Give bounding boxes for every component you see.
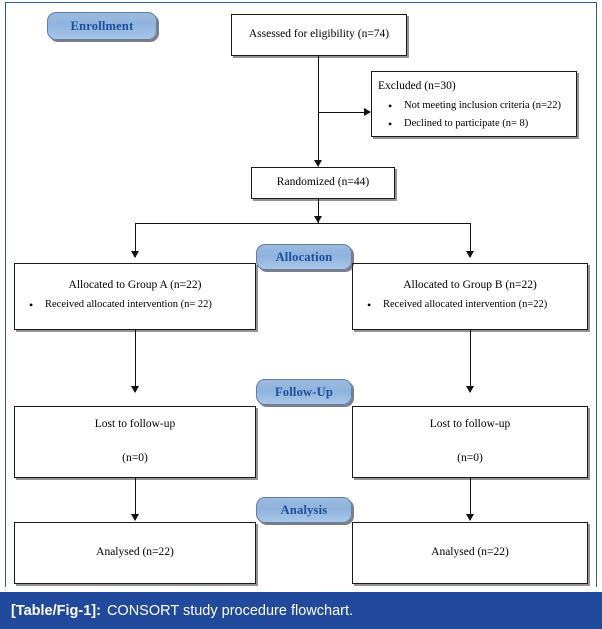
arrowhead-to-excluded — [364, 107, 371, 116]
list-item: Not meeting inclusion criteria (n=22) — [378, 98, 572, 114]
connector-split-left — [135, 223, 136, 257]
node-lost-a-line1: Lost to follow-up — [94, 418, 176, 431]
stage-pill-allocation-label: Allocation — [275, 249, 333, 264]
list-item: Declined to participate (n= 8) — [378, 116, 572, 132]
figure-frame — [5, 2, 597, 587]
list-item: Received allocated intervention (n= 22) — [19, 297, 251, 313]
node-excluded-title: Excluded (n=30) — [378, 80, 456, 92]
node-lost-b-line2: (n=0) — [457, 452, 483, 464]
connector-followup-a-to-analysis — [135, 478, 136, 520]
connector-group-b-to-followup — [470, 330, 471, 392]
node-allocated-b-bullets: Received allocated intervention (n=22) — [357, 297, 583, 313]
node-excluded-bullets: Not meeting inclusion criteria (n=22) De… — [378, 98, 572, 133]
node-excluded: Excluded (n=30) Not meeting inclusion cr… — [371, 71, 577, 137]
stage-pill-followup: Follow-Up — [256, 379, 352, 405]
arrowhead-analysis-a — [130, 514, 139, 521]
node-allocated-group-a: Allocated to Group A (n=22) Received all… — [14, 263, 256, 330]
stage-pill-followup-label: Follow-Up — [274, 384, 334, 399]
node-assessed-for-eligibility: Assessed for eligibility (n=74) — [231, 14, 407, 56]
node-allocated-a-title: Allocated to Group A (n=22) — [68, 279, 202, 291]
node-lost-followup-group-a: Lost to follow-up (n=0) — [14, 406, 256, 478]
node-analysed-b-title: Analysed (n=22) — [431, 546, 509, 559]
arrowhead-group-a-followup — [130, 386, 139, 393]
caption-label: [Table/Fig-1]: — [11, 602, 101, 619]
arrowhead-group-b-followup — [465, 386, 474, 393]
stage-pill-analysis-label: Analysis — [280, 502, 328, 517]
arrowhead-to-group-b — [465, 251, 474, 258]
figure-caption-bar: [Table/Fig-1]: CONSORT study procedure f… — [0, 592, 602, 629]
node-lost-a-line2: (n=0) — [122, 452, 148, 464]
node-lost-b-line1: Lost to follow-up — [429, 418, 511, 431]
node-assessed-title: Assessed for eligibility (n=74) — [248, 28, 390, 41]
arrowhead-analysis-b — [465, 514, 474, 521]
node-analysed-group-a: Analysed (n=22) — [14, 522, 256, 584]
node-allocated-group-b: Allocated to Group B (n=22) Received all… — [352, 263, 588, 330]
stage-pill-enrollment: Enrollment — [47, 12, 157, 40]
list-item: Received allocated intervention (n=22) — [357, 297, 583, 313]
arrowhead-to-group-a — [130, 251, 139, 258]
node-allocated-a-bullets: Received allocated intervention (n= 22) — [19, 297, 251, 313]
node-analysed-group-b: Analysed (n=22) — [352, 522, 588, 584]
node-allocated-b-title: Allocated to Group B (n=22) — [403, 279, 537, 291]
stage-pill-allocation: Allocation — [256, 244, 352, 270]
node-randomized-title: Randomized (n=44) — [276, 176, 370, 189]
connector-split-bus — [135, 223, 471, 224]
caption-text: CONSORT study procedure flowchart. — [106, 602, 354, 619]
arrowhead-to-randomized — [313, 160, 322, 167]
connector-assessed-to-randomized — [318, 56, 319, 166]
node-lost-followup-group-b: Lost to follow-up (n=0) — [352, 406, 588, 478]
arrowhead-randomized-split — [313, 216, 322, 223]
connector-group-a-to-followup — [135, 330, 136, 392]
connector-to-excluded — [318, 112, 370, 113]
figure-frame-top — [5, 2, 597, 3]
stage-pill-analysis: Analysis — [256, 497, 352, 523]
stage-pill-enrollment-label: Enrollment — [70, 18, 134, 33]
connector-followup-b-to-analysis — [470, 478, 471, 520]
node-randomized: Randomized (n=44) — [251, 167, 395, 199]
connector-randomized-down — [318, 199, 319, 223]
node-analysed-a-title: Analysed (n=22) — [96, 546, 174, 559]
connector-split-right — [470, 223, 471, 257]
